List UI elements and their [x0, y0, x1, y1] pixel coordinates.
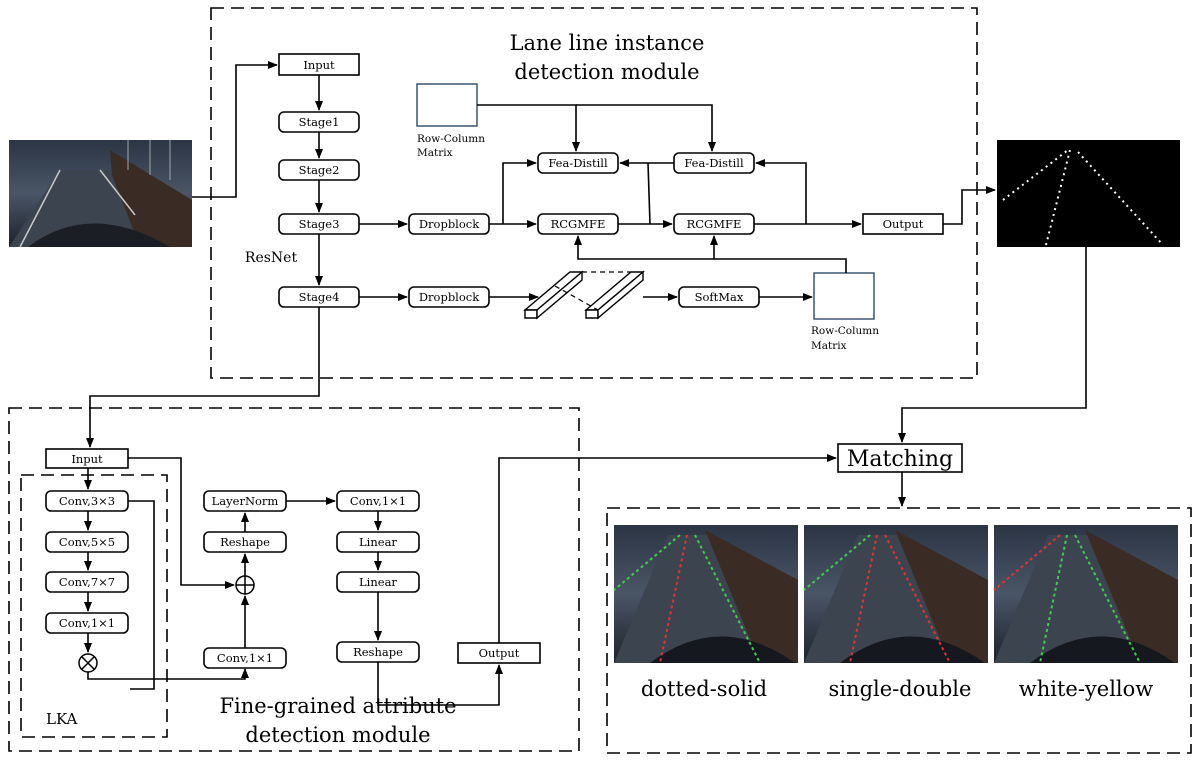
linear1-label: Linear	[359, 535, 397, 549]
rcgmfe-2-label: RCGMFE	[687, 217, 742, 231]
input-road-image	[9, 140, 192, 248]
edge-mult-conv1b	[87, 668, 249, 680]
fea-distill-1-label: Fea-Distill	[548, 156, 608, 170]
dropblock-top-label: Dropblock	[419, 217, 480, 231]
result-image-single-double	[803, 525, 988, 664]
resnet-label: ResNet	[245, 250, 298, 266]
row-col-top-label-2: Matrix	[417, 147, 453, 159]
edge-output-matching	[498, 454, 837, 643]
stage4-label: Stage4	[299, 290, 340, 304]
output-top-label: Output	[883, 217, 924, 231]
attr-module-title-1: Fine-grained attribute	[219, 694, 456, 718]
conv1a-box	[45, 612, 129, 634]
attr-module-frame	[8, 407, 580, 752]
softmax-label: SoftMax	[695, 290, 744, 304]
layernorm-label: LayerNorm	[212, 494, 279, 508]
results-frame	[606, 507, 1192, 754]
result-image-dotted-solid	[613, 525, 798, 664]
rcgmfe-1-label: RCGMFE	[551, 217, 606, 231]
conv1b-label: Conv,1×1	[217, 651, 273, 665]
caption-white-yellow: white-yellow	[1019, 677, 1154, 701]
lka-frame	[20, 474, 168, 738]
edge-mask-matching	[898, 247, 1087, 443]
feature-slab-1	[523, 270, 584, 320]
matching-label: Matching	[847, 447, 953, 472]
caption-single-double: single-double	[829, 677, 972, 701]
conv3-label: Conv,3×3	[59, 494, 115, 508]
edge-matrix-feadistill2	[576, 104, 716, 152]
linear2-label: Linear	[359, 575, 397, 589]
stage1-label: Stage1	[299, 115, 340, 129]
stage2-label: Stage2	[299, 163, 340, 177]
edge-skip-to-mult	[128, 500, 155, 690]
input-label: Input	[303, 58, 335, 72]
row-col-top-label-1: Row-Column	[417, 133, 485, 145]
add-op	[235, 575, 255, 595]
conv1c-label: Conv,1×1	[350, 494, 406, 508]
fea-distill-1-box	[537, 152, 619, 174]
fea-distill-2-label: Fea-Distill	[684, 156, 744, 170]
edge-output-to-mask	[943, 186, 996, 225]
lane-module-frame	[210, 7, 978, 379]
matching-box	[837, 443, 963, 473]
conv7-box	[45, 571, 129, 593]
row-col-matrix-bottom	[813, 272, 875, 320]
multiply-op	[78, 653, 98, 673]
lka-label: LKA	[46, 710, 78, 728]
lane-module-title-2: detection module	[514, 60, 699, 84]
edge-matrix-feadistill1	[477, 104, 580, 152]
conv5-box	[45, 531, 129, 553]
edge-image-to-input	[192, 61, 278, 198]
row-col-bottom-label-2: Matrix	[811, 340, 847, 352]
feature-slab-2	[584, 270, 645, 320]
reshape-b-label: Reshape	[353, 645, 403, 659]
row-col-matrix-top	[416, 83, 478, 127]
conv1a-label: Conv,1×1	[59, 616, 115, 630]
attr-output-label: Output	[479, 646, 520, 660]
edge-reshape-output	[377, 662, 503, 706]
lane-mask-image	[997, 140, 1180, 247]
conv5-label: Conv,5×5	[59, 535, 115, 549]
stage3-label: Stage3	[299, 217, 340, 231]
conv7-label: Conv,7×7	[59, 575, 115, 589]
result-image-white-yellow	[993, 525, 1178, 664]
edge-cross-link	[647, 162, 651, 225]
attr-module-title-2: detection module	[245, 723, 430, 747]
dropblock-bottom-label: Dropblock	[419, 290, 480, 304]
attr-input-label: Input	[71, 452, 103, 466]
edge-dropblock-feadistill1	[502, 159, 537, 224]
edge-input-residual	[128, 457, 235, 589]
edge-matrix-rcgmfe	[574, 235, 847, 273]
edge-output-feadistill2	[755, 159, 807, 224]
reshape-a-label: Reshape	[220, 535, 270, 549]
caption-dotted-solid: dotted-solid	[641, 677, 767, 701]
lane-module-title-1: Lane line instance	[510, 31, 705, 55]
row-col-bottom-label-1: Row-Column	[811, 325, 879, 337]
edge-stage4-attr-input	[86, 307, 320, 448]
